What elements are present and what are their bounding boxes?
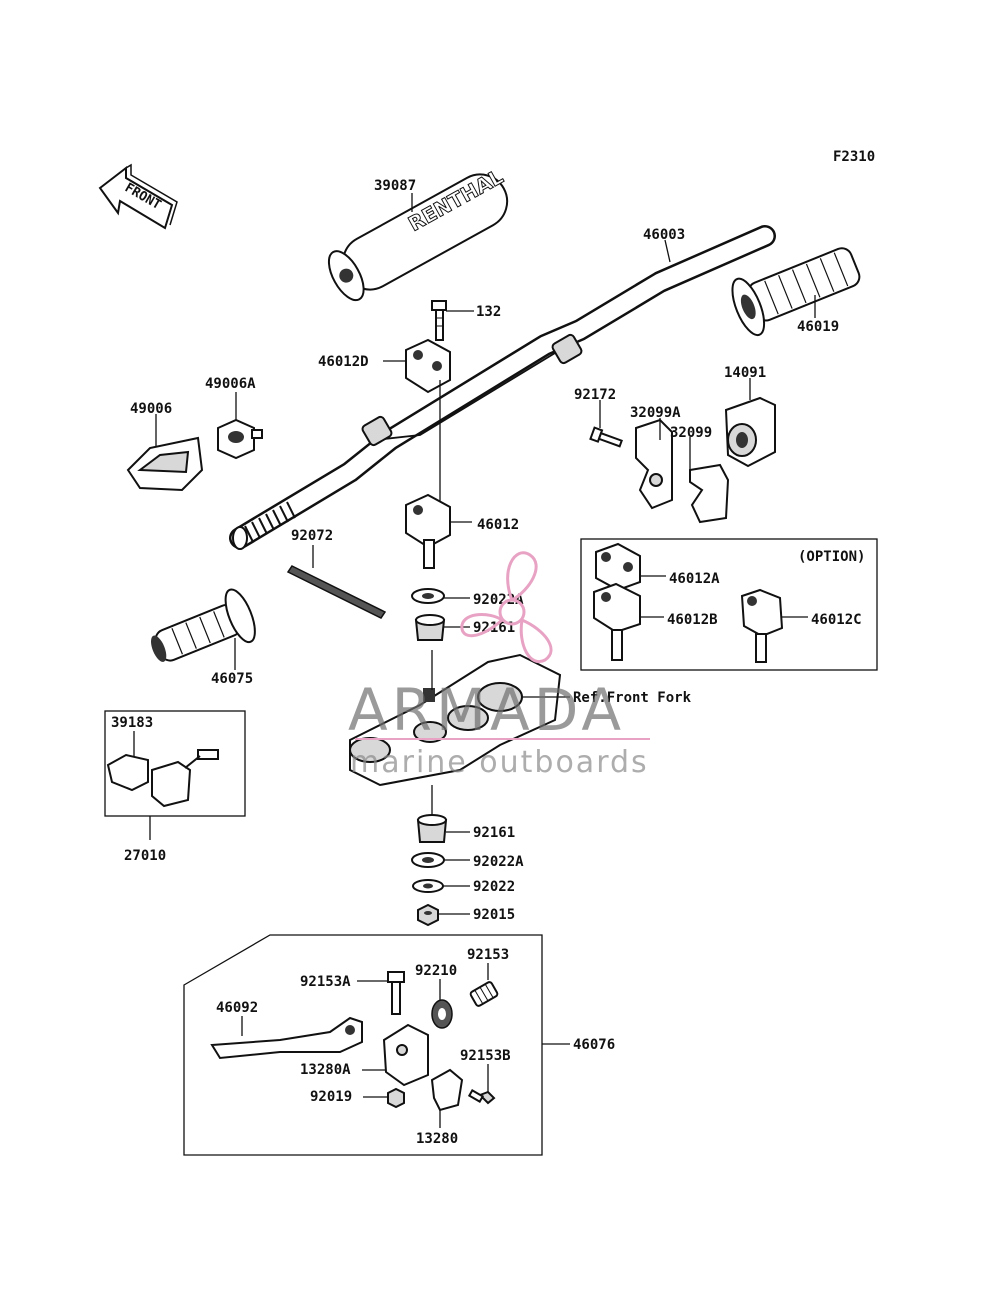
watermark: ARMADA marine outboards xyxy=(348,551,650,780)
part-label-13280A: 13280A xyxy=(300,1062,351,1078)
part-label-132: 132 xyxy=(476,304,501,320)
washer-92022A-bottom xyxy=(411,852,445,868)
part-label-92022: 92022 xyxy=(473,879,515,895)
handlebar xyxy=(229,225,776,550)
front-arrow-icon: FRONT xyxy=(98,163,178,230)
part-label-92210: 92210 xyxy=(415,963,457,979)
ref-front-fork-label: Ref.Front Fork xyxy=(573,690,692,706)
part-label-32099A: 32099A xyxy=(630,405,681,421)
grip-throttle xyxy=(731,247,861,337)
lever-assembly-box xyxy=(183,934,543,1156)
lever-46092 xyxy=(210,1016,363,1060)
part-label-13280: 13280 xyxy=(416,1131,458,1147)
clamp-46012 xyxy=(405,493,451,569)
propeller-logo-icon xyxy=(460,551,553,664)
part-label-92022A-bottom: 92022A xyxy=(473,854,524,870)
part-label-46012B: 46012B xyxy=(667,612,718,628)
bolt-92153A xyxy=(387,971,405,1015)
grip-left xyxy=(150,588,256,662)
triple-clamp xyxy=(349,653,562,787)
clamp-46012B xyxy=(593,582,641,661)
part-label-49006A: 49006A xyxy=(205,376,256,392)
part-label-92153: 92153 xyxy=(467,947,509,963)
part-label-92161-bottom: 92161 xyxy=(473,825,515,841)
part-label-49006: 49006 xyxy=(130,401,172,417)
option-box xyxy=(580,538,878,671)
damper-92161-top xyxy=(414,614,446,641)
bolt-132 xyxy=(431,300,447,341)
part-label-32099: 32099 xyxy=(670,425,712,441)
figure-code: F2310 xyxy=(833,149,875,165)
switch-39183 xyxy=(106,749,219,808)
clamp-46012C xyxy=(740,588,784,663)
part-label-46012D: 46012D xyxy=(318,354,369,370)
nut-92015 xyxy=(417,903,439,927)
part-label-46012: 46012 xyxy=(477,517,519,533)
throttle-housing xyxy=(724,396,776,468)
part-label-92153A: 92153A xyxy=(300,974,351,990)
switch-box xyxy=(104,710,246,817)
watermark-brand: ARMADA xyxy=(348,676,625,744)
crossbar-pad: RENTHAL xyxy=(327,164,509,302)
part-label-27010: 27010 xyxy=(124,848,166,864)
clamp-32099A xyxy=(635,418,673,510)
part-label-46019: 46019 xyxy=(797,319,839,335)
clamp-46012A xyxy=(595,542,641,592)
part-label-46075: 46075 xyxy=(211,671,253,687)
cable-tie-92072 xyxy=(286,565,387,619)
part-label-92172: 92172 xyxy=(574,387,616,403)
adjuster-92153 xyxy=(469,981,499,1007)
part-label-92072: 92072 xyxy=(291,528,333,544)
bushing-92210 xyxy=(431,999,453,1029)
part-label-92153B: 92153B xyxy=(460,1048,511,1064)
option-label: (OPTION) xyxy=(798,549,865,565)
nut-92019 xyxy=(387,1087,405,1109)
clamp-13280 xyxy=(430,1068,464,1112)
part-label-92019: 92019 xyxy=(310,1089,352,1105)
part-label-14091: 14091 xyxy=(724,365,766,381)
damper-92161-bottom xyxy=(416,814,448,843)
watermark-tagline: marine outboards xyxy=(350,745,649,780)
part-label-46012A: 46012A xyxy=(669,571,720,587)
washer-92022A-top xyxy=(411,588,445,604)
cover-49006 xyxy=(126,436,204,492)
perch-13280A xyxy=(382,1023,429,1087)
adjuster-49006A xyxy=(217,418,263,460)
clamp-32099 xyxy=(689,463,730,524)
part-label-46003: 46003 xyxy=(643,227,685,243)
screw-92153B xyxy=(467,1089,496,1105)
part-label-92015: 92015 xyxy=(473,907,515,923)
screw-92172 xyxy=(589,426,623,448)
part-label-39087: 39087 xyxy=(374,178,416,194)
part-label-46092: 46092 xyxy=(216,1000,258,1016)
washer-92022 xyxy=(412,879,444,893)
part-label-46012C: 46012C xyxy=(811,612,862,628)
part-label-46076: 46076 xyxy=(573,1037,615,1053)
part-label-39183: 39183 xyxy=(111,715,153,731)
clamp-46012D xyxy=(405,338,451,394)
